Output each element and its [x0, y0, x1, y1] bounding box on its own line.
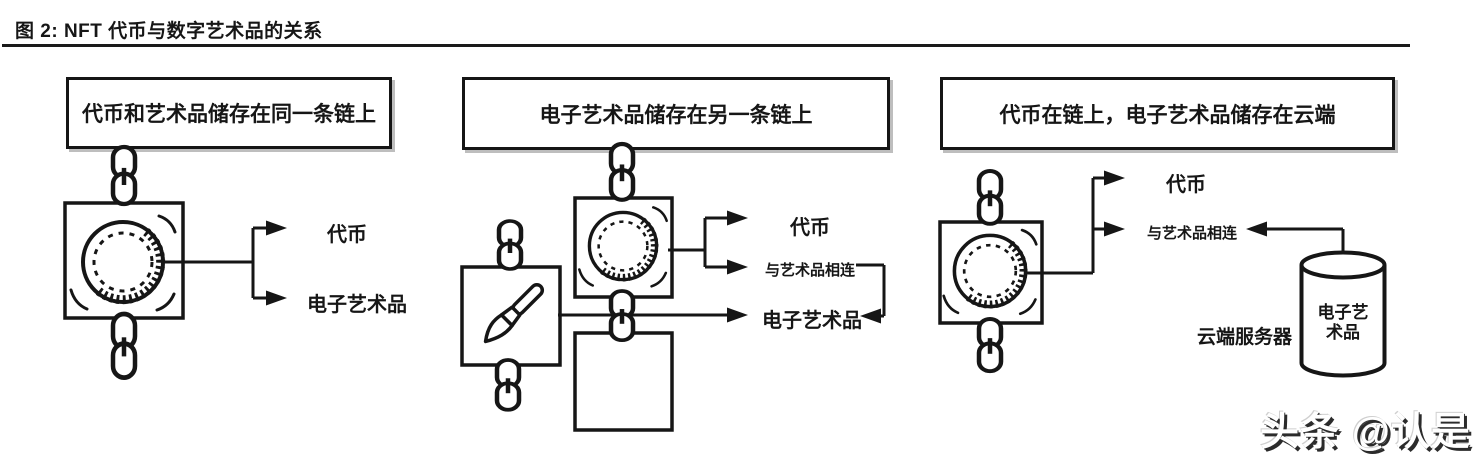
panel-2-token-label: 代币	[790, 217, 830, 239]
panel-1-art-label: 电子艺术品	[307, 294, 407, 316]
empty-block-square	[573, 331, 674, 432]
panel-2-link-label: 与艺术品相连	[765, 262, 856, 279]
arrow-right-icon	[1104, 221, 1125, 237]
panel-1-token-label: 代币	[327, 224, 367, 246]
connector-lines	[558, 216, 886, 318]
database-label: 电子艺术品	[1317, 303, 1369, 342]
chain-link-icon	[611, 144, 633, 200]
panel-2-title-box: 电子艺术品储存在另一条链上	[462, 77, 890, 150]
arrow-right-icon	[727, 210, 748, 226]
panel-1-title-box: 代币和艺术品储存在同一条链上	[66, 77, 392, 149]
arrow-left-icon	[1246, 221, 1267, 237]
paintbrush-icon	[483, 282, 545, 344]
panel-3-token-label: 代币	[1166, 174, 1206, 196]
chain-link-icon	[497, 360, 519, 410]
chain-link-icon	[113, 147, 135, 204]
arrow-left-icon	[860, 308, 881, 324]
chain-link-icon	[611, 291, 633, 340]
chain-link-icon	[499, 221, 521, 269]
watermark: 头条 @认是	[1260, 411, 1471, 454]
connector-lines	[1024, 176, 1345, 275]
panel-1-title: 代币和艺术品储存在同一条链上	[82, 103, 376, 126]
cloud-server-label: 云端服务器	[1197, 327, 1293, 348]
panel-3-link-label: 与艺术品相连	[1147, 225, 1238, 242]
arrow-right-icon	[727, 307, 748, 323]
chain-link-icon	[979, 171, 1001, 224]
connector-lines	[158, 226, 267, 300]
block-squares	[63, 196, 1044, 432]
arrow-right-icon	[266, 220, 287, 236]
figure-caption: 图 2: NFT 代币与数字艺术品的关系	[15, 21, 323, 42]
panel-3-connectors	[1024, 170, 1345, 275]
panel-3-title-box: 代币在链上，电子艺术品储存在云端	[940, 77, 1395, 150]
arrow-right-icon	[727, 259, 748, 275]
panel-1-connectors	[158, 220, 287, 306]
panel-2-title: 电子艺术品储存在另一条链上	[539, 103, 813, 127]
database-cylinder-icon	[1299, 250, 1387, 378]
chain-link-icon	[113, 314, 135, 378]
panel-3-title: 代币在链上，电子艺术品储存在云端	[999, 103, 1336, 127]
panel-2-connectors	[558, 210, 886, 324]
arrow-right-icon	[266, 290, 287, 306]
caption-underline	[2, 44, 1410, 47]
arrow-right-icon	[1104, 170, 1125, 186]
panel-2-art-label: 电子艺术品	[762, 310, 862, 332]
chain-link-icon	[979, 319, 1001, 371]
